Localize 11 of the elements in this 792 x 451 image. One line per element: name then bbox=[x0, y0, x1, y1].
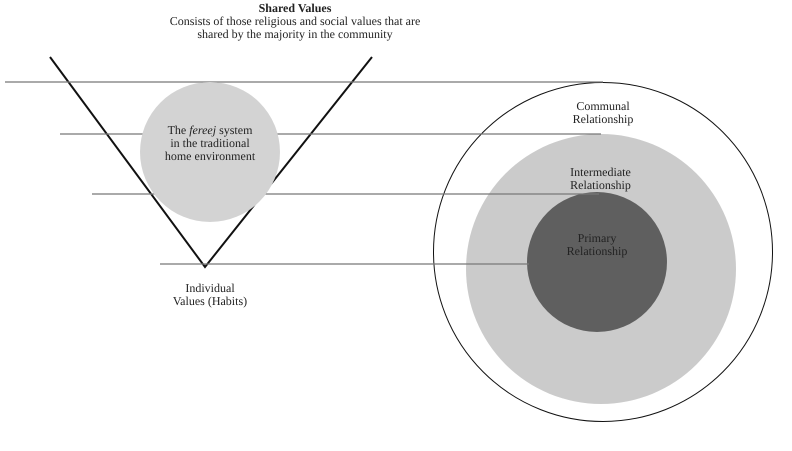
leader-line bbox=[92, 193, 599, 195]
leader-line bbox=[60, 133, 601, 135]
label: Primary Relationship bbox=[566, 232, 628, 258]
label: Communal Relationship bbox=[572, 100, 634, 126]
label: Consists of those religious and social values that are shared by the majority in the community bbox=[168, 15, 422, 41]
leader-line bbox=[160, 263, 529, 265]
label: The fereej system in the traditional home environment bbox=[164, 124, 256, 163]
leader-line bbox=[5, 81, 603, 83]
heading: Shared Values bbox=[258, 2, 332, 15]
label: Intermediate Relationship bbox=[569, 166, 632, 192]
label: Individual Values (Habits) bbox=[172, 282, 248, 308]
